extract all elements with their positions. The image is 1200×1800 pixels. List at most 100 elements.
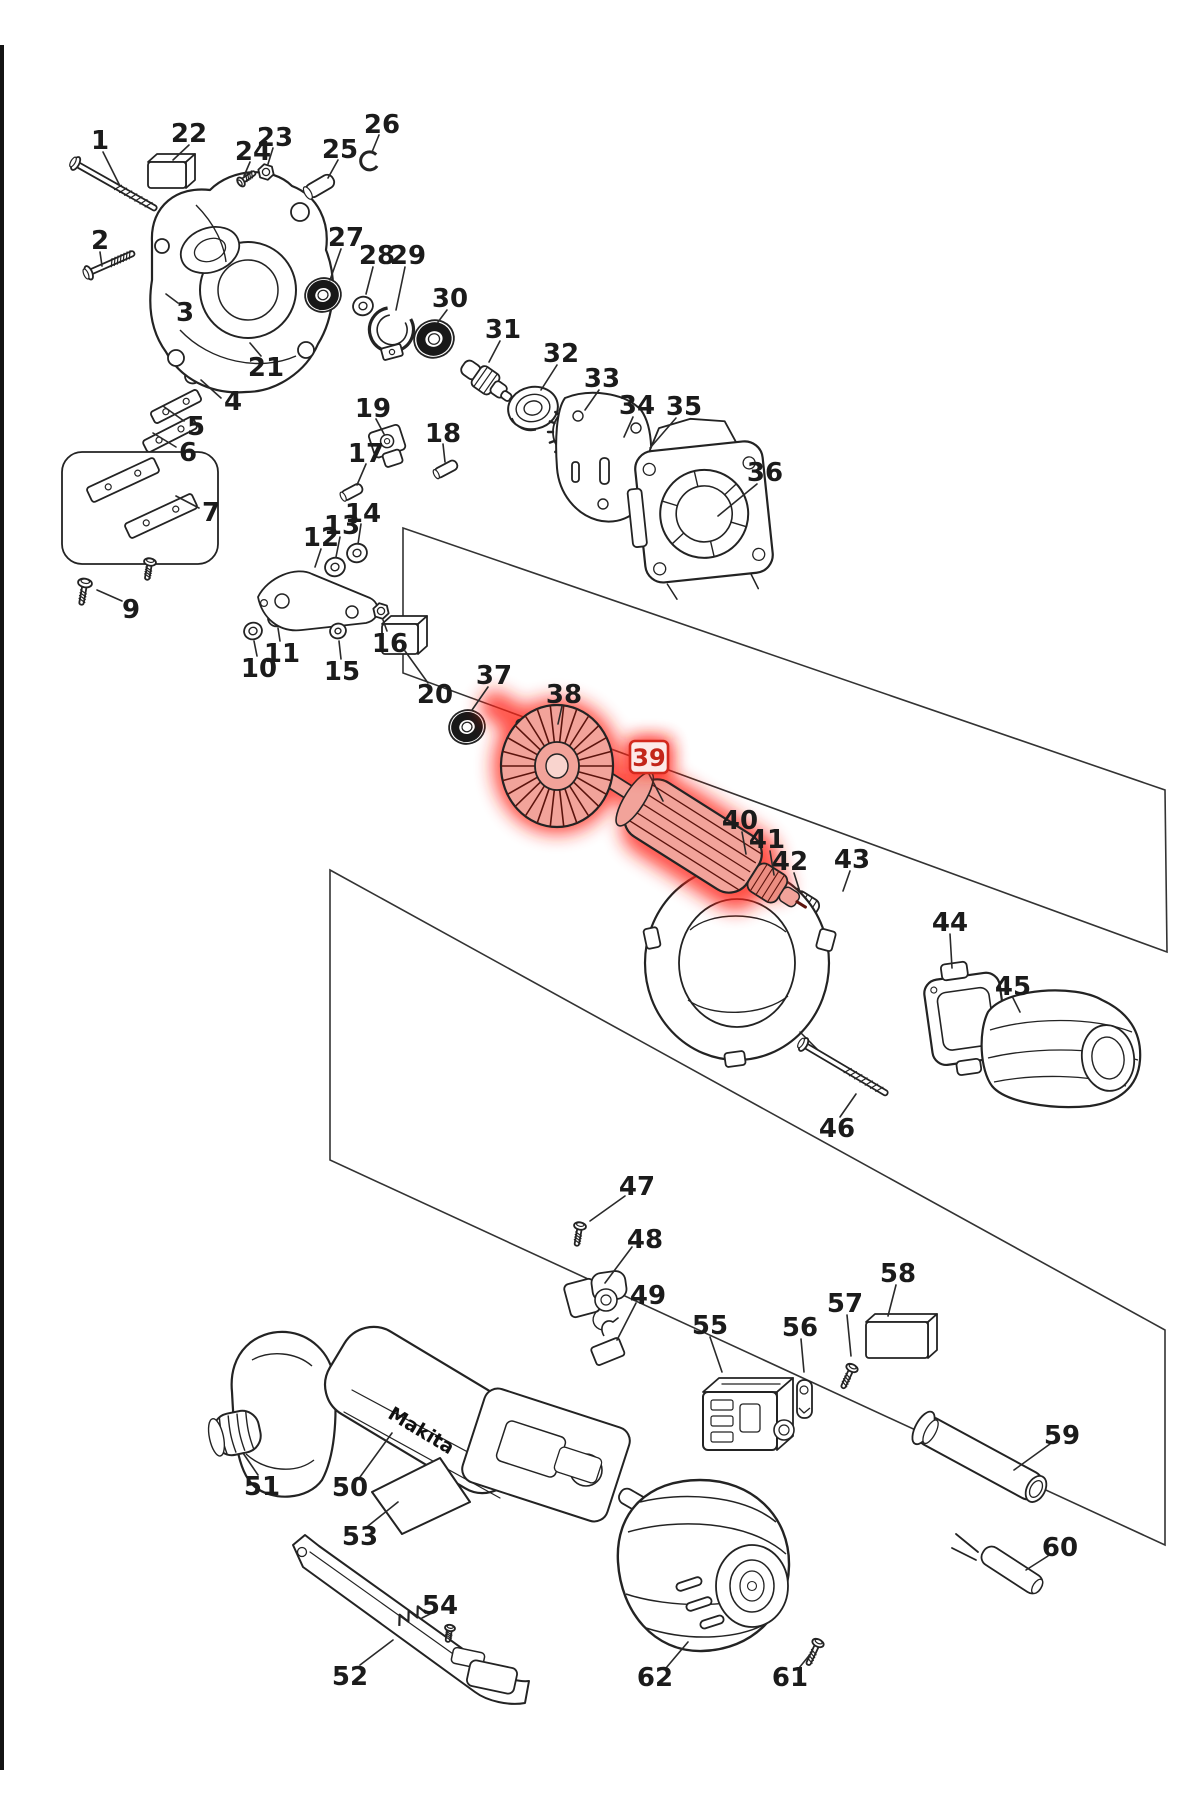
- part-label-42: 42: [772, 847, 808, 893]
- left-edge-bar: [0, 45, 4, 1770]
- part-label-20: 20: [404, 650, 453, 710]
- part-45-drawing: [980, 989, 1142, 1109]
- part-52-drawing: [292, 1534, 530, 1705]
- part-label-33: 33: [584, 364, 620, 411]
- part-49-drawing: [590, 1317, 626, 1366]
- part-number: 19: [355, 394, 391, 424]
- part-number: 46: [819, 1114, 855, 1144]
- part-label-30: 30: [432, 284, 468, 323]
- part-label-16: 16: [372, 619, 408, 659]
- part-14-drawing: [346, 542, 368, 564]
- part-label-7: 7: [175, 495, 220, 528]
- part-label-56: 56: [782, 1313, 818, 1373]
- part-label-21: 21: [248, 342, 284, 383]
- part-label-1: 1: [91, 126, 121, 187]
- part-label-3: 3: [165, 293, 194, 328]
- part-number: 26: [364, 110, 400, 140]
- part-47-drawing: [573, 1221, 587, 1247]
- part-number: 52: [332, 1662, 368, 1692]
- part-number: 42: [772, 847, 808, 877]
- part-label-15: 15: [324, 640, 360, 687]
- part-number: 36: [747, 458, 783, 488]
- part-number: 18: [425, 419, 461, 449]
- part-number: 7: [202, 498, 220, 528]
- part-31-drawing: [460, 359, 520, 406]
- part-number: 41: [749, 825, 785, 855]
- part-number: 9: [122, 595, 140, 625]
- part-25-drawing: [302, 173, 336, 200]
- part-label-13: 13: [324, 511, 360, 558]
- part-number: 25: [322, 135, 358, 165]
- highlighted-part-number: 39: [632, 744, 665, 772]
- part-number: 35: [666, 392, 702, 422]
- part-22-drawing: [147, 153, 196, 189]
- part-number: 16: [372, 629, 408, 659]
- part-number: 40: [722, 806, 758, 836]
- part-number: 61: [772, 1663, 808, 1693]
- part-number: 56: [782, 1313, 818, 1343]
- part-label-29: 29: [390, 241, 426, 311]
- part-label-55: 55: [692, 1311, 728, 1373]
- part-1-drawing: [69, 156, 158, 212]
- assembly-panel-2: [329, 868, 1166, 1547]
- part-number: 34: [619, 391, 655, 421]
- part-label-51: 51: [242, 1452, 280, 1502]
- part-number: 55: [692, 1311, 728, 1341]
- part-label-10: 10: [241, 640, 277, 684]
- part-27-drawing: [304, 277, 342, 313]
- part-32-drawing: [507, 385, 559, 432]
- part-label-57: 57: [827, 1289, 863, 1357]
- part-13-drawing: [324, 556, 346, 578]
- part-number: 38: [546, 680, 582, 710]
- part-label-32: 32: [540, 339, 579, 391]
- part-number: 11: [264, 639, 300, 669]
- part-number: 2: [91, 226, 109, 256]
- part-label-14: 14: [345, 499, 381, 545]
- part-label-54: 54: [421, 1591, 458, 1621]
- part-57-drawing: [840, 1362, 859, 1390]
- part-number: 57: [827, 1289, 863, 1319]
- part-number: 53: [342, 1522, 378, 1552]
- part-number: 12: [303, 523, 339, 553]
- part-label-45: 45: [995, 972, 1031, 1013]
- part-number: 50: [332, 1473, 368, 1503]
- part-5-drawing: [150, 389, 202, 424]
- part-number: 28: [359, 241, 395, 271]
- part-number: 43: [834, 845, 870, 875]
- part-number: 49: [630, 1281, 666, 1311]
- part-label-46: 46: [819, 1093, 857, 1144]
- part-number: 59: [1044, 1421, 1080, 1451]
- part-number: 15: [324, 657, 360, 687]
- part-label-22: 22: [171, 119, 207, 161]
- part-37-drawing: [448, 709, 486, 745]
- part-17-drawing: [339, 483, 364, 502]
- part-28-drawing: [352, 295, 374, 317]
- part-number: 17: [348, 439, 384, 469]
- part-24-drawing: [236, 170, 257, 188]
- part-label-49: 49: [616, 1281, 666, 1341]
- part-50-drawing: Makita: [230, 1325, 657, 1523]
- part-label-2: 2: [91, 226, 109, 267]
- part-number: 29: [390, 241, 426, 271]
- part-29-drawing: [367, 306, 416, 361]
- part-label-41: 41: [749, 825, 785, 876]
- part-label-40: 40: [722, 806, 758, 855]
- part-36-drawing: [626, 417, 774, 600]
- part-number: 14: [345, 499, 381, 529]
- part-number: 1: [91, 126, 109, 156]
- part-10-drawing: [243, 621, 263, 641]
- part-number: 37: [476, 661, 512, 691]
- part-23-drawing: [257, 163, 275, 181]
- part-number: 22: [171, 119, 207, 149]
- part-label-34: 34: [619, 391, 655, 438]
- part-label-50: 50: [332, 1432, 393, 1503]
- part-6-drawing: [142, 416, 198, 453]
- part-26-drawing: [359, 150, 379, 172]
- part-label-52: 52: [332, 1639, 394, 1692]
- part-61-drawing: [805, 1637, 825, 1666]
- part-label-5: 5: [162, 405, 205, 442]
- part-label-19: 19: [355, 394, 391, 435]
- part-7-drawing: [61, 451, 219, 581]
